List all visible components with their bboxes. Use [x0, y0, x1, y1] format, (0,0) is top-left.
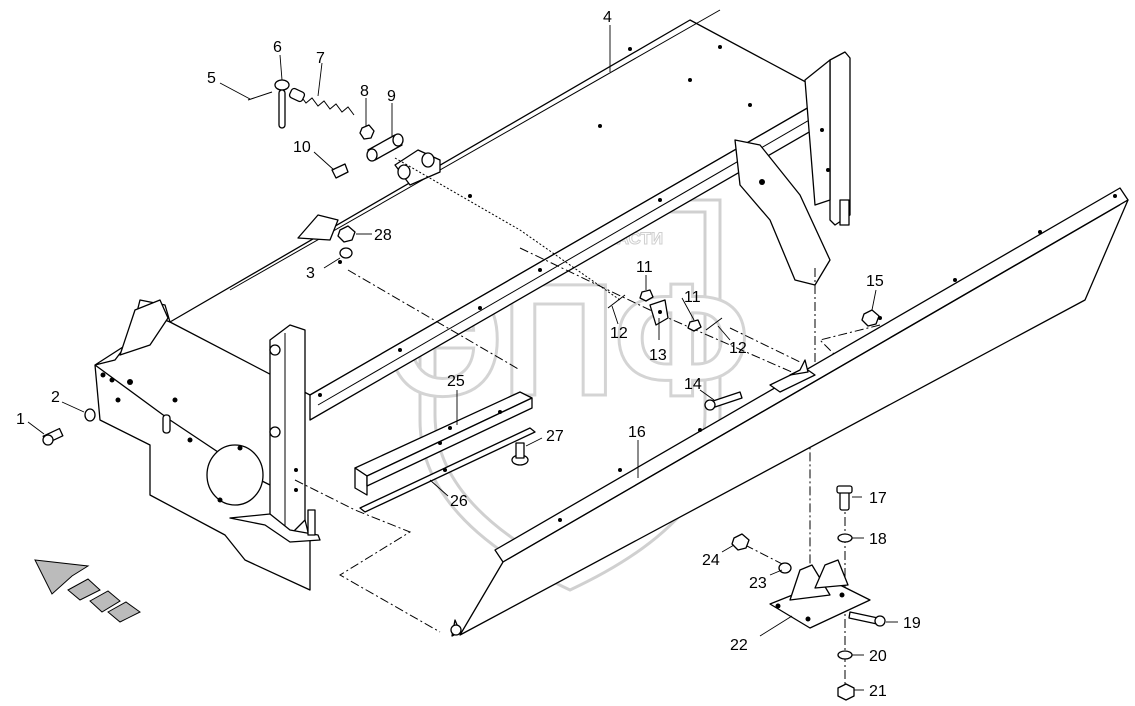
callout-26: 26 — [450, 493, 468, 510]
callout-2: 2 — [51, 389, 60, 406]
callout-4: 4 — [603, 9, 612, 26]
callout-12a: 12 — [610, 325, 628, 342]
callout-8: 8 — [360, 83, 369, 100]
callout-18: 18 — [869, 531, 887, 548]
callout-5: 5 — [207, 70, 216, 87]
callout-10: 10 — [293, 139, 311, 156]
callout-19: 19 — [903, 615, 921, 632]
callout-9: 9 — [387, 88, 396, 105]
callout-17: 17 — [869, 490, 887, 507]
callout-23: 23 — [749, 575, 767, 592]
callout-28: 28 — [374, 227, 392, 244]
callout-13: 13 — [649, 347, 667, 364]
callout-3: 3 — [306, 265, 315, 282]
callout-27: 27 — [546, 428, 564, 445]
callout-11a: 11 — [636, 259, 653, 276]
leader-lines — [27, 25, 898, 691]
callout-16: 16 — [628, 424, 646, 441]
callout-6: 6 — [273, 39, 282, 56]
callout-11b: 11 — [684, 289, 701, 306]
main-frame — [94, 9, 851, 591]
callout-20: 20 — [869, 648, 887, 665]
callout-12b: 12 — [729, 340, 747, 357]
callout-1: 1 — [16, 411, 25, 428]
callout-15: 15 — [866, 273, 884, 290]
callout-24: 24 — [702, 552, 720, 569]
callout-14: 14 — [684, 376, 702, 393]
callout-22: 22 — [730, 637, 748, 654]
callout-labels: 1 2 3 4 5 6 7 8 9 10 11 11 12 12 13 14 1… — [16, 9, 921, 700]
callout-21: 21 — [869, 683, 887, 700]
callout-25: 25 — [447, 373, 465, 390]
fasteners — [42, 79, 886, 701]
lower-channel — [354, 391, 536, 513]
callout-7: 7 — [316, 50, 325, 67]
channel-rail — [450, 187, 1129, 637]
direction-arrow-icon — [34, 559, 141, 623]
